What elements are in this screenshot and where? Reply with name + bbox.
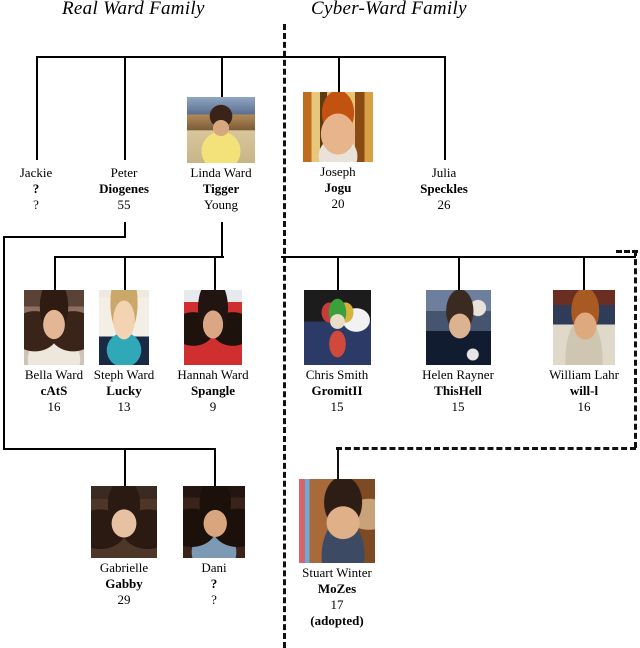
person-nickname: MoZes	[317, 580, 357, 596]
person-photo	[425, 290, 491, 365]
person-note: (adopted)	[310, 612, 364, 628]
person-stuart[interactable]: Stuart Winter MoZes 17 (adopted)	[277, 479, 397, 628]
title-real-ward-family: Real Ward Family	[62, 0, 205, 19]
gen3-drop-dani	[214, 448, 216, 486]
family-divider	[283, 24, 286, 648]
person-name: William Lahr	[549, 367, 619, 382]
person-joseph[interactable]: Joseph Jogu 20	[278, 92, 398, 212]
person-gabrielle[interactable]: Gabrielle Gabby 29	[64, 486, 184, 608]
gen1-drop-julia	[444, 56, 446, 160]
person-nickname: Diogenes	[99, 180, 149, 196]
person-steph[interactable]: Steph Ward Lucky 13	[64, 290, 184, 415]
person-age: 16	[577, 398, 591, 414]
title-cyber-ward-family: Cyber-Ward Family	[311, 0, 467, 19]
person-nickname: cAtS	[40, 382, 68, 398]
person-photo	[183, 486, 245, 558]
person-photo	[99, 290, 149, 365]
gen2-drop-hannah	[214, 256, 216, 290]
peter-to-left-spine	[3, 236, 126, 238]
person-nickname: will-l	[569, 382, 599, 398]
gen2-drop-william	[583, 256, 585, 290]
gen2-drop-bella	[54, 256, 56, 290]
gen1-drop-jackie	[36, 56, 38, 160]
gen1-drop-linda	[221, 56, 223, 98]
person-photo	[303, 92, 373, 162]
gen2-drop-steph	[124, 256, 126, 290]
person-age: 16	[47, 398, 61, 414]
person-photo	[299, 479, 375, 563]
person-name: Chris Smith	[305, 367, 369, 382]
linda-descent-drop	[221, 222, 223, 256]
person-name: Helen Rayner	[422, 367, 494, 382]
person-jackie[interactable]: Jackie ? ?	[0, 163, 96, 213]
gen2-sibling-bar-left	[54, 256, 224, 258]
gen2-drop-helen	[458, 256, 460, 290]
person-bella[interactable]: Bella Ward cAtS 16	[0, 290, 114, 415]
person-name: Bella Ward	[24, 367, 84, 382]
person-name: Peter	[110, 165, 138, 180]
person-age: ?	[33, 196, 39, 212]
person-nickname: Tigger	[202, 180, 240, 196]
person-name: Julia	[431, 165, 457, 180]
person-nickname: ?	[32, 180, 40, 196]
gen1-drop-peter	[124, 56, 126, 160]
gen3-sibling-bar	[3, 448, 216, 450]
person-nickname: ?	[210, 575, 218, 591]
gen1-sibling-bar	[36, 56, 445, 58]
person-photo	[184, 290, 242, 365]
highlight-box-top	[616, 250, 640, 253]
person-age: ?	[211, 591, 217, 607]
person-name: Joseph	[320, 164, 356, 179]
person-nickname: Speckles	[420, 180, 468, 196]
person-name: Hannah Ward	[177, 367, 249, 382]
person-age: 29	[117, 591, 131, 607]
person-age: Young	[203, 196, 239, 212]
person-age: 13	[117, 398, 131, 414]
gen2-drop-chris	[337, 256, 339, 290]
person-william[interactable]: William Lahr will-l 16	[524, 290, 640, 415]
person-age: 9	[209, 398, 217, 414]
left-family-spine	[3, 236, 5, 449]
person-name: Linda Ward	[190, 165, 252, 180]
person-age: 26	[437, 196, 451, 212]
person-nickname: Lucky	[106, 382, 142, 398]
person-photo	[187, 97, 255, 163]
person-helen[interactable]: Helen Rayner ThisHell 15	[398, 290, 518, 415]
highlight-box-right	[634, 250, 637, 448]
gen1-drop-joseph	[338, 56, 340, 93]
person-name: Steph Ward	[93, 367, 155, 382]
peter-descent-drop	[124, 222, 126, 238]
person-chris[interactable]: Chris Smith GromitII 15	[277, 290, 397, 415]
person-photo	[24, 290, 84, 365]
person-hannah[interactable]: Hannah Ward Spangle 9	[153, 290, 273, 415]
person-julia[interactable]: Julia Speckles 26	[384, 163, 504, 213]
person-name: Jackie	[19, 165, 53, 180]
person-name: Gabrielle	[99, 560, 149, 575]
person-age: 15	[330, 398, 344, 414]
person-nickname: GromitII	[311, 382, 363, 398]
gen3-drop-gabrielle	[124, 448, 126, 486]
person-nickname: ThisHell	[434, 382, 482, 398]
stuart-adoption-drop	[337, 447, 339, 479]
highlight-box-bottom	[336, 447, 636, 450]
person-dani[interactable]: Dani ? ?	[154, 486, 274, 608]
person-photo	[91, 486, 157, 558]
person-nickname: Jogu	[324, 179, 352, 195]
person-photo	[303, 290, 371, 365]
person-name: Stuart Winter	[302, 565, 372, 580]
person-age: 55	[117, 196, 131, 212]
person-age: 20	[331, 195, 345, 211]
person-nickname: Gabby	[105, 575, 143, 591]
person-linda[interactable]: Linda Ward Tigger Young	[161, 97, 281, 213]
person-age: 17	[330, 596, 344, 612]
person-nickname: Spangle	[190, 382, 236, 398]
person-age: 15	[451, 398, 465, 414]
person-peter[interactable]: Peter Diogenes 55	[64, 163, 184, 213]
person-photo	[553, 290, 615, 365]
person-name: Dani	[201, 560, 227, 575]
